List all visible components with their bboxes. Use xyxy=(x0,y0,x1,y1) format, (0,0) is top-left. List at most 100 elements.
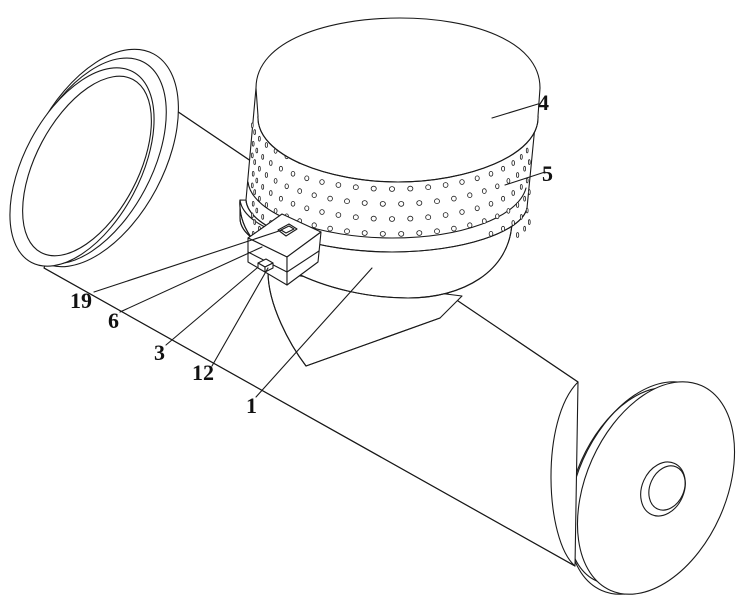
perforation-hole xyxy=(488,171,494,177)
perforation-hole xyxy=(255,177,259,184)
perforation-hole xyxy=(407,185,414,192)
perforation-hole xyxy=(278,165,283,172)
perforation-hole xyxy=(319,179,325,185)
perforation-hole xyxy=(327,225,333,232)
perforation-hole xyxy=(335,182,342,188)
perforation-hole xyxy=(527,159,531,165)
perforation-hole xyxy=(442,182,449,188)
perforation-hole xyxy=(253,159,257,165)
perforation-hole xyxy=(379,231,386,237)
perforation-hole xyxy=(251,171,255,177)
perforation-hole xyxy=(273,208,278,214)
perforation-hole xyxy=(251,212,254,219)
perforation-hole xyxy=(506,208,511,214)
perforation-hole xyxy=(527,189,531,195)
perforation-hole xyxy=(264,172,268,178)
perforation-hole xyxy=(258,165,261,172)
perforation-hole xyxy=(264,202,268,208)
perforation-hole xyxy=(488,231,494,237)
label-3: 3 xyxy=(154,340,165,365)
perforation-hole xyxy=(290,171,296,177)
perforation-hole xyxy=(398,231,405,237)
perforation-hole xyxy=(481,188,487,194)
perforation-hole xyxy=(488,201,494,207)
perforation-hole xyxy=(261,184,265,190)
perforation-hole xyxy=(516,172,520,178)
perforation-hole xyxy=(495,213,500,220)
perforation-hole xyxy=(352,214,359,221)
perforation-hole xyxy=(501,195,506,202)
perforation-hole xyxy=(344,198,350,205)
perforation-hole xyxy=(379,201,386,207)
perforation-hole xyxy=(474,175,480,182)
perforation-hole xyxy=(523,195,526,202)
perforation-hole xyxy=(255,147,259,154)
perforation-hole xyxy=(511,160,515,166)
perforation-hole xyxy=(264,142,268,148)
perforation-hole xyxy=(258,195,261,202)
perforation-hole xyxy=(519,214,523,220)
perforation-hole xyxy=(304,205,310,212)
perforation-hole xyxy=(501,165,506,172)
perforation-hole xyxy=(251,201,255,207)
perforation-hole xyxy=(251,182,254,189)
pipe-right-end-face xyxy=(576,381,736,595)
perforation-hole xyxy=(434,198,440,205)
perforation-hole xyxy=(495,183,500,190)
perforation-hole xyxy=(388,186,395,192)
perforation-hole xyxy=(425,184,432,191)
perforation-hole xyxy=(398,201,405,207)
perforation-hole xyxy=(261,214,265,220)
perforation-hole xyxy=(253,219,257,225)
perforation-hole xyxy=(525,147,529,154)
perforation-hole xyxy=(251,141,255,147)
perforation-hole xyxy=(467,222,473,229)
perforation-hole xyxy=(511,220,515,226)
perforation-hole xyxy=(459,179,465,185)
label-1: 1 xyxy=(246,393,257,418)
label-6: 6 xyxy=(108,308,119,333)
perforation-hole xyxy=(388,216,395,222)
perforation-hole xyxy=(523,165,526,172)
sensor-window xyxy=(277,223,298,237)
perforation-hole xyxy=(516,232,520,238)
perforation-hole xyxy=(407,215,414,222)
label-12: 12 xyxy=(192,360,214,385)
perforation-hole xyxy=(269,190,273,196)
reference-numerals: 4 5 19 6 3 12 1 xyxy=(70,90,553,418)
perforation-hole xyxy=(251,122,254,129)
perforation-hole xyxy=(258,135,261,142)
perforation-hole xyxy=(269,160,273,166)
perforation-hole xyxy=(335,212,342,218)
left-flange xyxy=(9,48,179,268)
perforation-hole xyxy=(451,225,457,232)
perforation-hole xyxy=(434,228,440,235)
perforation-hole xyxy=(442,212,449,218)
perforation-hole xyxy=(511,190,515,196)
perforation-hole xyxy=(416,200,423,206)
perforation-hole xyxy=(297,188,303,194)
perforation-hole xyxy=(519,184,523,190)
label-4: 4 xyxy=(538,90,549,115)
perforation-hole xyxy=(327,195,333,202)
perforation-hole xyxy=(527,219,531,225)
perforation-hole xyxy=(481,218,487,224)
perforation-hole xyxy=(474,205,480,212)
perforation-hole xyxy=(273,178,278,184)
perforation-hole xyxy=(255,207,259,214)
perforation-hole xyxy=(425,214,432,221)
perforation-hole xyxy=(370,215,377,222)
label-19: 19 xyxy=(70,288,92,313)
perforation-hole xyxy=(361,200,368,206)
perforation-hole xyxy=(506,178,511,184)
perforation-hole xyxy=(311,222,317,229)
perforation-hole xyxy=(344,228,350,235)
perforation-hole xyxy=(251,152,254,159)
perforation-hole xyxy=(523,225,526,232)
perforation-hole xyxy=(304,175,310,182)
perforation-hole xyxy=(519,154,523,160)
perforation-hole xyxy=(370,185,377,192)
top-cover xyxy=(255,17,541,183)
perforation-hole xyxy=(361,230,368,236)
